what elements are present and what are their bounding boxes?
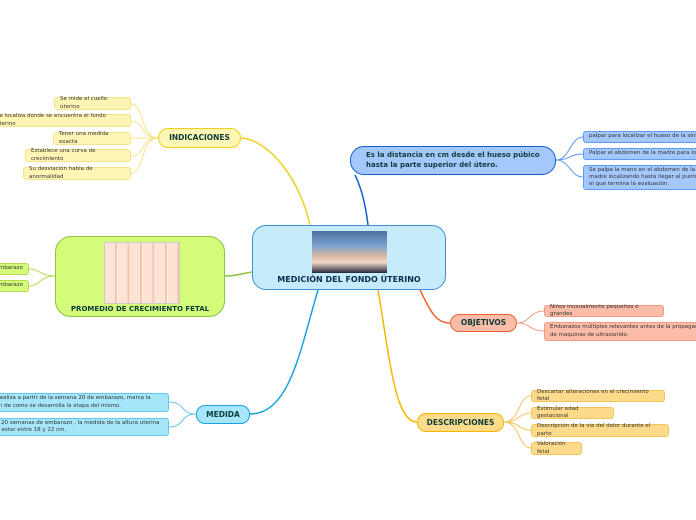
topic-promedio[interactable]: PROMEDIO DE CRECIMIENTO FETAL [55,236,225,317]
indicaciones-item[interactable]: Su desviación habla de anormalidad [23,166,131,180]
indicaciones-item[interactable]: Se mide el cuello úterino [54,96,131,110]
fetal-growth-image [104,242,180,304]
descripciones-item[interactable]: Descripción de la vía del dolor durante … [531,423,669,437]
descripciones-item[interactable]: Valoración fetal [531,441,582,455]
central-topic[interactable]: MEDICIÓN DEL FONDO ÚTERINO [252,225,446,290]
promedio-item[interactable]: embarazo [0,280,29,292]
topic-indicaciones[interactable]: INDICACIONES [158,128,241,148]
medida-item[interactable]: Esta se realiza a partir de la semana 20… [0,393,169,412]
descripciones-item[interactable]: Estimular edad gestacional [531,406,614,419]
objetivos-item[interactable]: Embarazos múltiples relevantes antes de … [544,322,696,341]
descripciones-item[interactable]: Descartar alteraciones en el crecimiento… [531,389,665,402]
medida-item[interactable]: A las 20 semanas de embarazo , la medida… [0,418,169,436]
topic-descripciones[interactable]: DESCRIPCIONES [417,413,504,432]
promedio-item[interactable]: embarazo [0,263,29,275]
indicaciones-item[interactable]: Establece una curva de crecimiento [25,148,131,162]
indicaciones-item[interactable]: Se localiza donde se encuentra el fondo … [0,113,131,127]
topic-medida[interactable]: MEDIDA [196,405,250,424]
definicion-item[interactable]: palpar para localizar el hueso de la sín… [583,131,696,143]
definicion-item[interactable]: Palpar el abdomen de la madre para local… [583,148,696,160]
promedio-title: PROMEDIO DE CRECIMIENTO FETAL [70,305,210,313]
topic-objetivos[interactable]: OBJETIVOS [450,314,517,332]
objetivos-item[interactable]: Niños inusualmente pequeños o grandes [544,304,664,317]
central-topic-title: MEDICIÓN DEL FONDO ÚTERINO [277,275,421,284]
indicaciones-item[interactable]: Tener una medida exacta [53,131,131,145]
topic-definicion[interactable]: Es la distancia en cm desde el hueso púb… [350,146,556,175]
definicion-item[interactable]: Se palpa la mano en el abdomen de la mad… [583,165,696,190]
pregnant-belly-image [312,231,387,273]
